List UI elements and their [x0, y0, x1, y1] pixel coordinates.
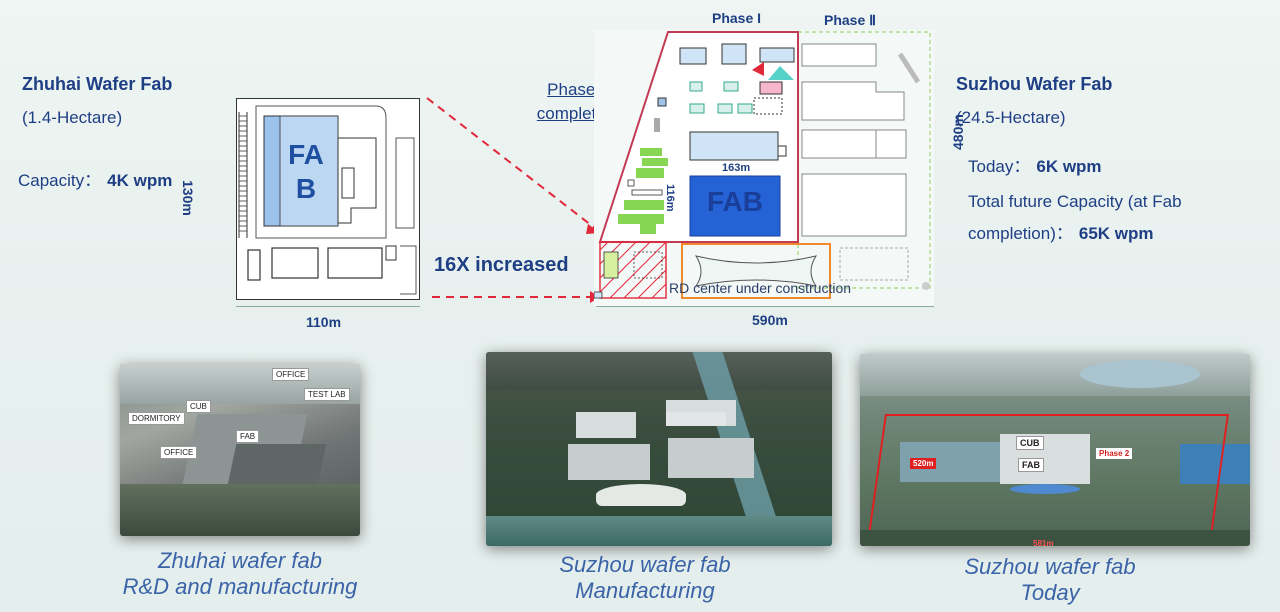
- tag-cub: CUB: [186, 400, 211, 413]
- tag-office-1: OFFICE: [272, 368, 310, 381]
- zhuhai-capacity-label: Capacity：: [18, 171, 102, 190]
- zhuhai-plan-fab-label: FA B: [288, 139, 324, 204]
- tag-fab: FAB: [236, 430, 260, 443]
- zhuhai-capacity: Capacity： 4K wpm: [18, 166, 172, 191]
- tag-test-lab: TEST LAB: [304, 388, 350, 401]
- suzhou-future-line1: Total future Capacity (at Fab: [968, 192, 1182, 211]
- suzhou-today-caption-line1: Suzhou wafer fab: [964, 554, 1136, 579]
- suzhou-manufacturing-photo: [486, 352, 832, 546]
- tag-today-520m: 520m: [910, 458, 937, 469]
- phase1-label: Phase I: [712, 10, 762, 26]
- suzhou-area: (24.5-Hectare): [956, 108, 1066, 127]
- suzhou-site-plan: FAB 163m 116m RD center under constructi…: [593, 30, 934, 306]
- suzhou-today-label: Today：: [968, 157, 1031, 176]
- zhuhai-dim-width: 110m: [306, 314, 342, 330]
- increase-label: 16X increased: [434, 254, 569, 276]
- zhuhai-capacity-value: 4K wpm: [107, 171, 173, 190]
- zhuhai-dim-line: [236, 306, 420, 307]
- dim-116: 116m: [664, 184, 676, 212]
- suzhou-mfg-caption: Suzhou wafer fab Manufacturing: [510, 552, 780, 604]
- zhuhai-title: Zhuhai Wafer Fab: [22, 74, 173, 94]
- dim-163: 163m: [722, 162, 751, 174]
- suzhou-today-caption: Suzhou wafer fab Today: [910, 554, 1190, 606]
- suzhou-dim-line: [596, 306, 934, 307]
- dim-590: 590m: [752, 312, 788, 328]
- suzhou-future: Total future Capacity (at Fab completion…: [968, 186, 1182, 250]
- zhuhai-caption-line2: R&D and manufacturing: [122, 574, 358, 599]
- tag-office-2: OFFICE: [160, 446, 198, 459]
- tag-today-581m: 581m: [1033, 539, 1054, 546]
- suzhou-mfg-caption-line2: Manufacturing: [575, 578, 715, 603]
- phase2-label: Phase Ⅱ: [824, 12, 877, 28]
- tag-today-cub: CUB: [1016, 436, 1044, 450]
- suzhou-future-value: 65K wpm: [1078, 224, 1154, 243]
- suzhou-today-value: 6K wpm: [1036, 157, 1102, 176]
- zhuhai-caption-line1: Zhuhai wafer fab: [158, 548, 322, 573]
- suzhou-today: Today： 6K wpm: [968, 152, 1102, 177]
- suzhou-today-caption-line2: Today: [1020, 580, 1080, 605]
- zhuhai-area: (1.4-Hectare): [22, 108, 123, 127]
- zhuhai-site-plan: FA B: [236, 98, 420, 300]
- zhuhai-photo: OFFICE TEST LAB CUB DORMITORY FAB OFFICE: [120, 364, 360, 536]
- suzhou-title: Suzhou Wafer Fab: [956, 74, 1113, 94]
- suzhou-mfg-caption-line1: Suzhou wafer fab: [559, 552, 731, 577]
- suzhou-future-line2: completion)：: [968, 224, 1073, 243]
- tag-today-phase2: Phase 2: [1096, 448, 1133, 459]
- suzhou-plan-fab-label: FAB: [707, 186, 763, 217]
- rd-center-label: RD center under construction: [668, 280, 852, 296]
- tag-dormitory: DORMITORY: [128, 412, 185, 425]
- suzhou-today-photo: CUB FAB Phase 2 520m 581m: [860, 354, 1250, 546]
- tag-today-fab: FAB: [1018, 458, 1044, 472]
- zhuhai-caption: Zhuhai wafer fab R&D and manufacturing: [100, 548, 380, 600]
